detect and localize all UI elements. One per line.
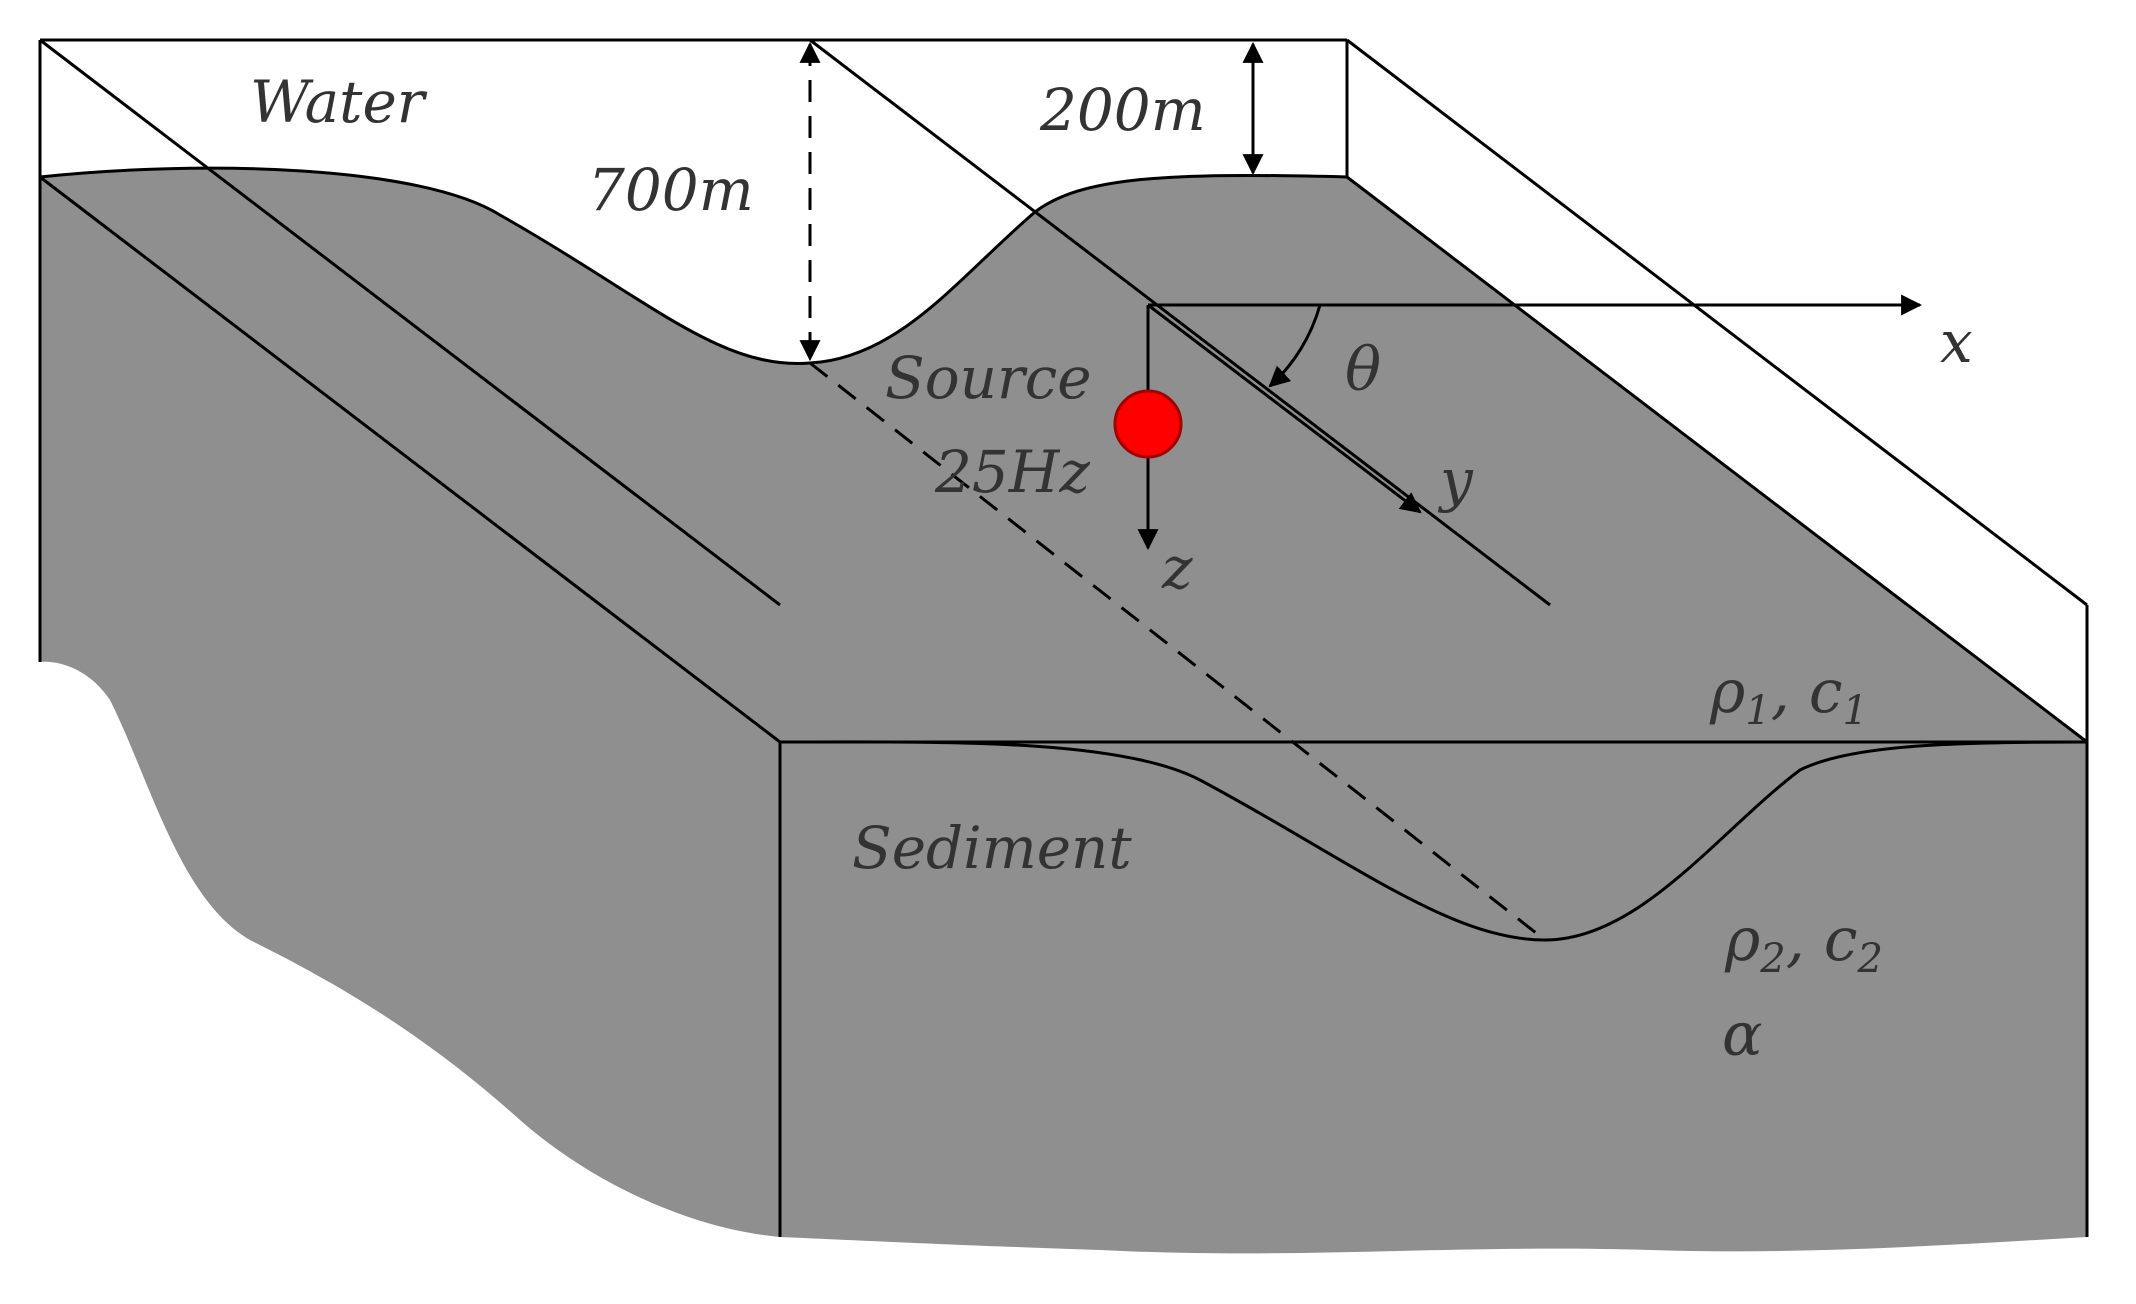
water-label: Water: [250, 68, 428, 136]
valley-dashed-line: [809, 361, 1546, 942]
layer2-properties: ρ2, c2: [1724, 905, 1883, 982]
layer2-rho: ρ: [1724, 905, 1760, 975]
seabed-surface: [40, 168, 2087, 742]
layer2-sep: , c: [1786, 905, 1858, 975]
theta-arc: [1268, 304, 1322, 388]
layer2-c-sub: 2: [1856, 936, 1882, 982]
layer1-sep: , c: [1771, 657, 1843, 727]
x-axis-label: x: [1940, 308, 1973, 376]
layer1-c-sub: 1: [1842, 688, 1867, 734]
layer1-rho: ρ: [1709, 657, 1745, 727]
source-marker: [1113, 389, 1183, 459]
z-axis-label: z: [1161, 534, 1193, 602]
right-sediment-block: [780, 742, 2087, 1254]
layer2-rho-sub: 2: [1759, 936, 1785, 982]
seabed-profile: [39, 166, 1348, 365]
water-body: [40, 40, 1347, 364]
y-axis-label: y: [1437, 446, 1474, 514]
sediment-label: Sediment: [852, 814, 1132, 882]
left-sediment-block: [40, 177, 780, 1237]
theta-label: θ: [1345, 335, 1381, 405]
attenuation-label: α: [1722, 1000, 1763, 1070]
depth-700-label: 700m: [588, 156, 754, 224]
frequency-label: 25Hz: [934, 438, 1090, 506]
layer1-rho-sub: 1: [1745, 688, 1770, 734]
depth-200-label: 200m: [1039, 76, 1206, 144]
front-profile: [779, 740, 2088, 942]
source-label: Source: [885, 344, 1092, 412]
layer1-properties: ρ1, c1: [1709, 657, 1868, 734]
box-edges: [38, 38, 2089, 1237]
y-axis: [1147, 303, 1422, 514]
